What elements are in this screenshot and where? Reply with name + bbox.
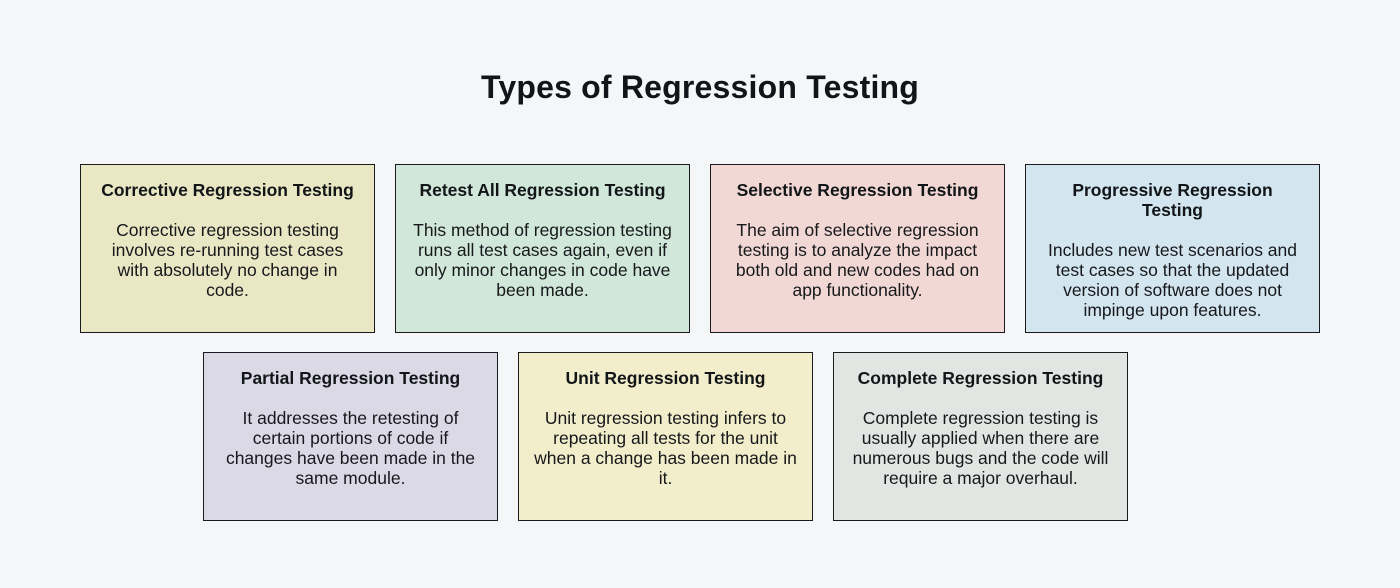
card-title: Retest All Regression Testing [419,180,666,200]
card-body: Complete regression testing is usually a… [852,408,1109,488]
card-title: Progressive Regression Testing [1072,180,1273,220]
card-complete-regression-testing: Complete Regression Testing Complete reg… [833,352,1128,521]
card-title: Partial Regression Testing [240,368,461,388]
card-unit-regression-testing: Unit Regression Testing Unit regression … [518,352,813,521]
card-row-bottom: Partial Regression Testing It addresses … [203,352,1400,521]
page-title: Types of Regression Testing [480,69,920,105]
card-row-top: Corrective Regression Testing Corrective… [80,164,1400,333]
card-title: Unit Regression Testing [565,368,766,388]
card-selective-regression-testing: Selective Regression Testing The aim of … [710,164,1005,333]
card-title: Selective Regression Testing [736,180,979,200]
card-body: It addresses the retesting of certain po… [225,408,476,488]
card-body: Includes new test scenarios and test cas… [1047,240,1298,320]
card-retest-all-regression-testing: Retest All Regression Testing This metho… [395,164,690,333]
card-title: Complete Regression Testing [857,368,1104,388]
card-title: Corrective Regression Testing [101,180,354,200]
card-body: The aim of selective regression testing … [735,220,980,300]
card-body: Corrective regression testing involves r… [111,220,344,300]
card-corrective-regression-testing: Corrective Regression Testing Corrective… [80,164,375,333]
card-body: This method of regression testing runs a… [413,220,672,300]
card-progressive-regression-testing: Progressive Regression Testing Includes … [1025,164,1320,333]
card-body: Unit regression testing infers to repeat… [534,408,797,488]
card-partial-regression-testing: Partial Regression Testing It addresses … [203,352,498,521]
